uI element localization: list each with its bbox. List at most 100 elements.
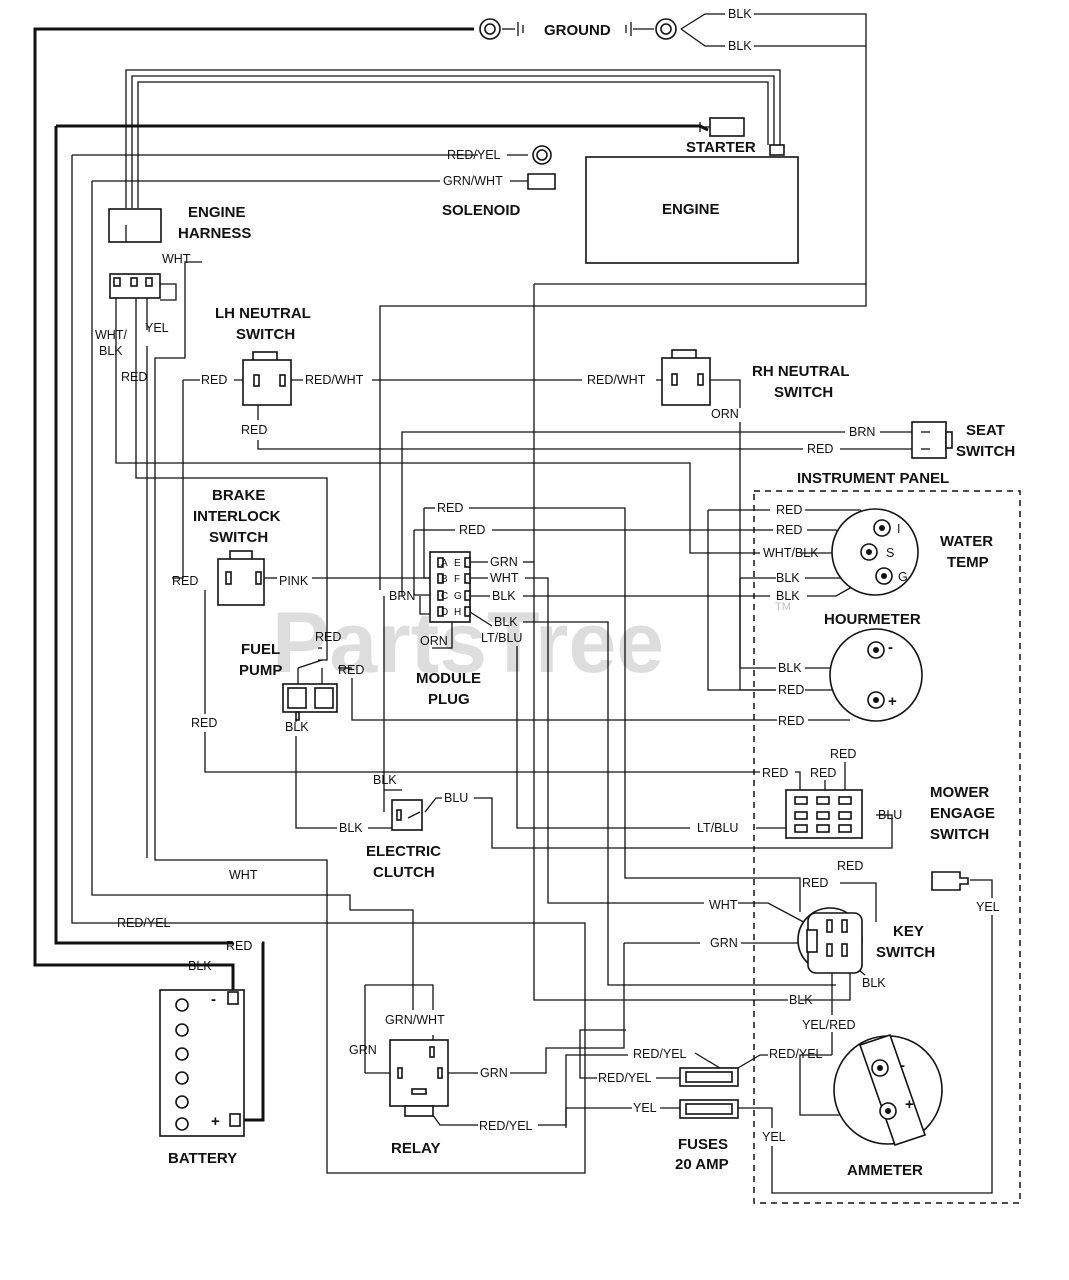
module-plug-label-1: MODULE xyxy=(416,670,481,687)
wire-color-labels: BLK BLK RED/YEL GRN/WHT WHT WHT/ BLK YEL… xyxy=(95,7,1000,1144)
water-temp-label-1: WATER xyxy=(940,533,993,550)
module-pin-b: B xyxy=(441,574,448,585)
electric-clutch-label-1: ELECTRIC xyxy=(366,843,441,860)
starter-label: STARTER xyxy=(686,139,756,156)
lh-neutral-switch-body xyxy=(242,351,292,406)
engine-block xyxy=(585,156,799,264)
watermark: PartsTree xyxy=(272,595,664,691)
wire-label: BLK xyxy=(99,344,123,358)
wire-label: RED/WHT xyxy=(587,373,646,387)
relay-label: RELAY xyxy=(391,1140,440,1157)
wire-label: GRN xyxy=(490,555,518,569)
wire-label: RED xyxy=(437,501,463,515)
instrument-panel-boundary xyxy=(753,490,1021,1204)
battery-body xyxy=(159,989,245,1137)
lh-neutral-label-1: LH NEUTRAL xyxy=(215,305,311,322)
module-plug-label-2: PLUG xyxy=(428,691,470,708)
rh-neutral-switch-body xyxy=(661,349,711,406)
wire-label: YEL xyxy=(633,1101,657,1115)
key-switch-body xyxy=(797,907,863,974)
rh-neutral-label-2: SWITCH xyxy=(774,384,833,401)
fuel-pump-label-2: PUMP xyxy=(239,662,282,679)
module-pin-h: H xyxy=(454,607,461,618)
mower-engage-label-3: SWITCH xyxy=(930,826,989,843)
wire-label: WHT xyxy=(229,868,258,882)
wire-label: LT/BLU xyxy=(697,821,738,835)
wire-label: RED xyxy=(778,714,804,728)
wire-label: BLK xyxy=(492,589,516,603)
hourmeter-minus-label: - xyxy=(888,639,893,656)
water-terminal-i: I xyxy=(897,522,900,536)
wire-label: BLK xyxy=(188,959,212,973)
wire-label: RED xyxy=(837,859,863,873)
wire-label: RED/YEL xyxy=(598,1071,652,1085)
lh-neutral-label-2: SWITCH xyxy=(236,326,295,343)
wire-label: RED xyxy=(807,442,833,456)
wire-label: RED xyxy=(459,523,485,537)
seat-switch-label-2: SWITCH xyxy=(956,443,1015,460)
wire-label: RED xyxy=(776,523,802,537)
brake-interlock-switch-body xyxy=(217,550,265,606)
wire-label: ORN xyxy=(420,634,448,648)
wire-label: RED xyxy=(776,503,802,517)
ground-symbol xyxy=(479,18,677,40)
mower-engage-label-1: MOWER xyxy=(930,784,989,801)
wire-label: RED/YEL xyxy=(633,1047,687,1061)
brake-interlock-label-2: INTERLOCK xyxy=(193,508,281,525)
wire-label: WHT xyxy=(490,571,519,585)
relay-body xyxy=(389,1039,449,1117)
key-switch-label-2: SWITCH xyxy=(876,944,935,961)
wire-label: YEL xyxy=(976,900,1000,914)
seat-switch-body xyxy=(911,421,953,459)
ammeter-label: AMMETER xyxy=(847,1162,923,1179)
trademark: TM xyxy=(775,601,791,613)
wire-label: RED xyxy=(315,630,341,644)
harness-plug xyxy=(109,273,161,299)
wire-label: BRN xyxy=(389,589,415,603)
module-pin-e: E xyxy=(454,558,461,569)
wire-label: YEL/RED xyxy=(802,1018,856,1032)
wire-label: YEL xyxy=(762,1130,786,1144)
water-temp-label-2: TEMP xyxy=(947,554,989,571)
wire-label: PINK xyxy=(279,574,309,588)
wire-label: GRN/WHT xyxy=(385,1013,445,1027)
fuses-body xyxy=(679,1067,739,1119)
wire-label: WHT/BLK xyxy=(763,546,819,560)
rh-neutral-label-1: RH NEUTRAL xyxy=(752,363,850,380)
component-labels: GROUND STARTER ENGINE SOLENOID ENGINE HA… xyxy=(168,22,1015,1179)
wire-label: BLK xyxy=(285,720,309,734)
wire-label: LT/BLU xyxy=(481,631,522,645)
brake-interlock-label-1: BRAKE xyxy=(212,487,265,504)
instrument-panel-label: INSTRUMENT PANEL xyxy=(797,470,949,487)
wire-label: BLU xyxy=(444,791,468,805)
module-pin-c: C xyxy=(441,591,448,602)
ammeter-minus-label: - xyxy=(900,1057,905,1074)
wire-label: BLK xyxy=(728,39,752,53)
wire-label: RED/YEL xyxy=(117,916,171,930)
wire-label: WHT xyxy=(162,252,191,266)
water-temp-gauge xyxy=(831,508,919,596)
battery-plus-label: + xyxy=(211,1113,220,1130)
ammeter-plus-label: + xyxy=(905,1096,914,1113)
wire-label: GRN xyxy=(480,1066,508,1080)
wire-label: RED xyxy=(830,747,856,761)
wire-label: GRN xyxy=(710,936,738,950)
wire-label: WHT/ xyxy=(95,328,127,342)
wire-label: RED/YEL xyxy=(447,148,501,162)
wire-label: GRN xyxy=(349,1043,377,1057)
hourmeter-gauge xyxy=(829,628,923,722)
hourmeter-label: HOURMETER xyxy=(824,611,921,628)
fuses-label-1: FUSES xyxy=(678,1136,728,1153)
ground-label: GROUND xyxy=(544,22,611,39)
engine-label: ENGINE xyxy=(662,201,720,218)
wire-label: ORN xyxy=(711,407,739,421)
brake-interlock-label-3: SWITCH xyxy=(209,529,268,546)
wire-label: BLK xyxy=(339,821,363,835)
fuel-pump-label-1: FUEL xyxy=(241,641,280,658)
hourmeter-plus-label: + xyxy=(888,693,897,710)
wire-label: RED xyxy=(241,423,267,437)
wire-label: BLK xyxy=(778,661,802,675)
wire-label: BLK xyxy=(789,993,813,1007)
water-terminal-s: S xyxy=(886,546,894,560)
